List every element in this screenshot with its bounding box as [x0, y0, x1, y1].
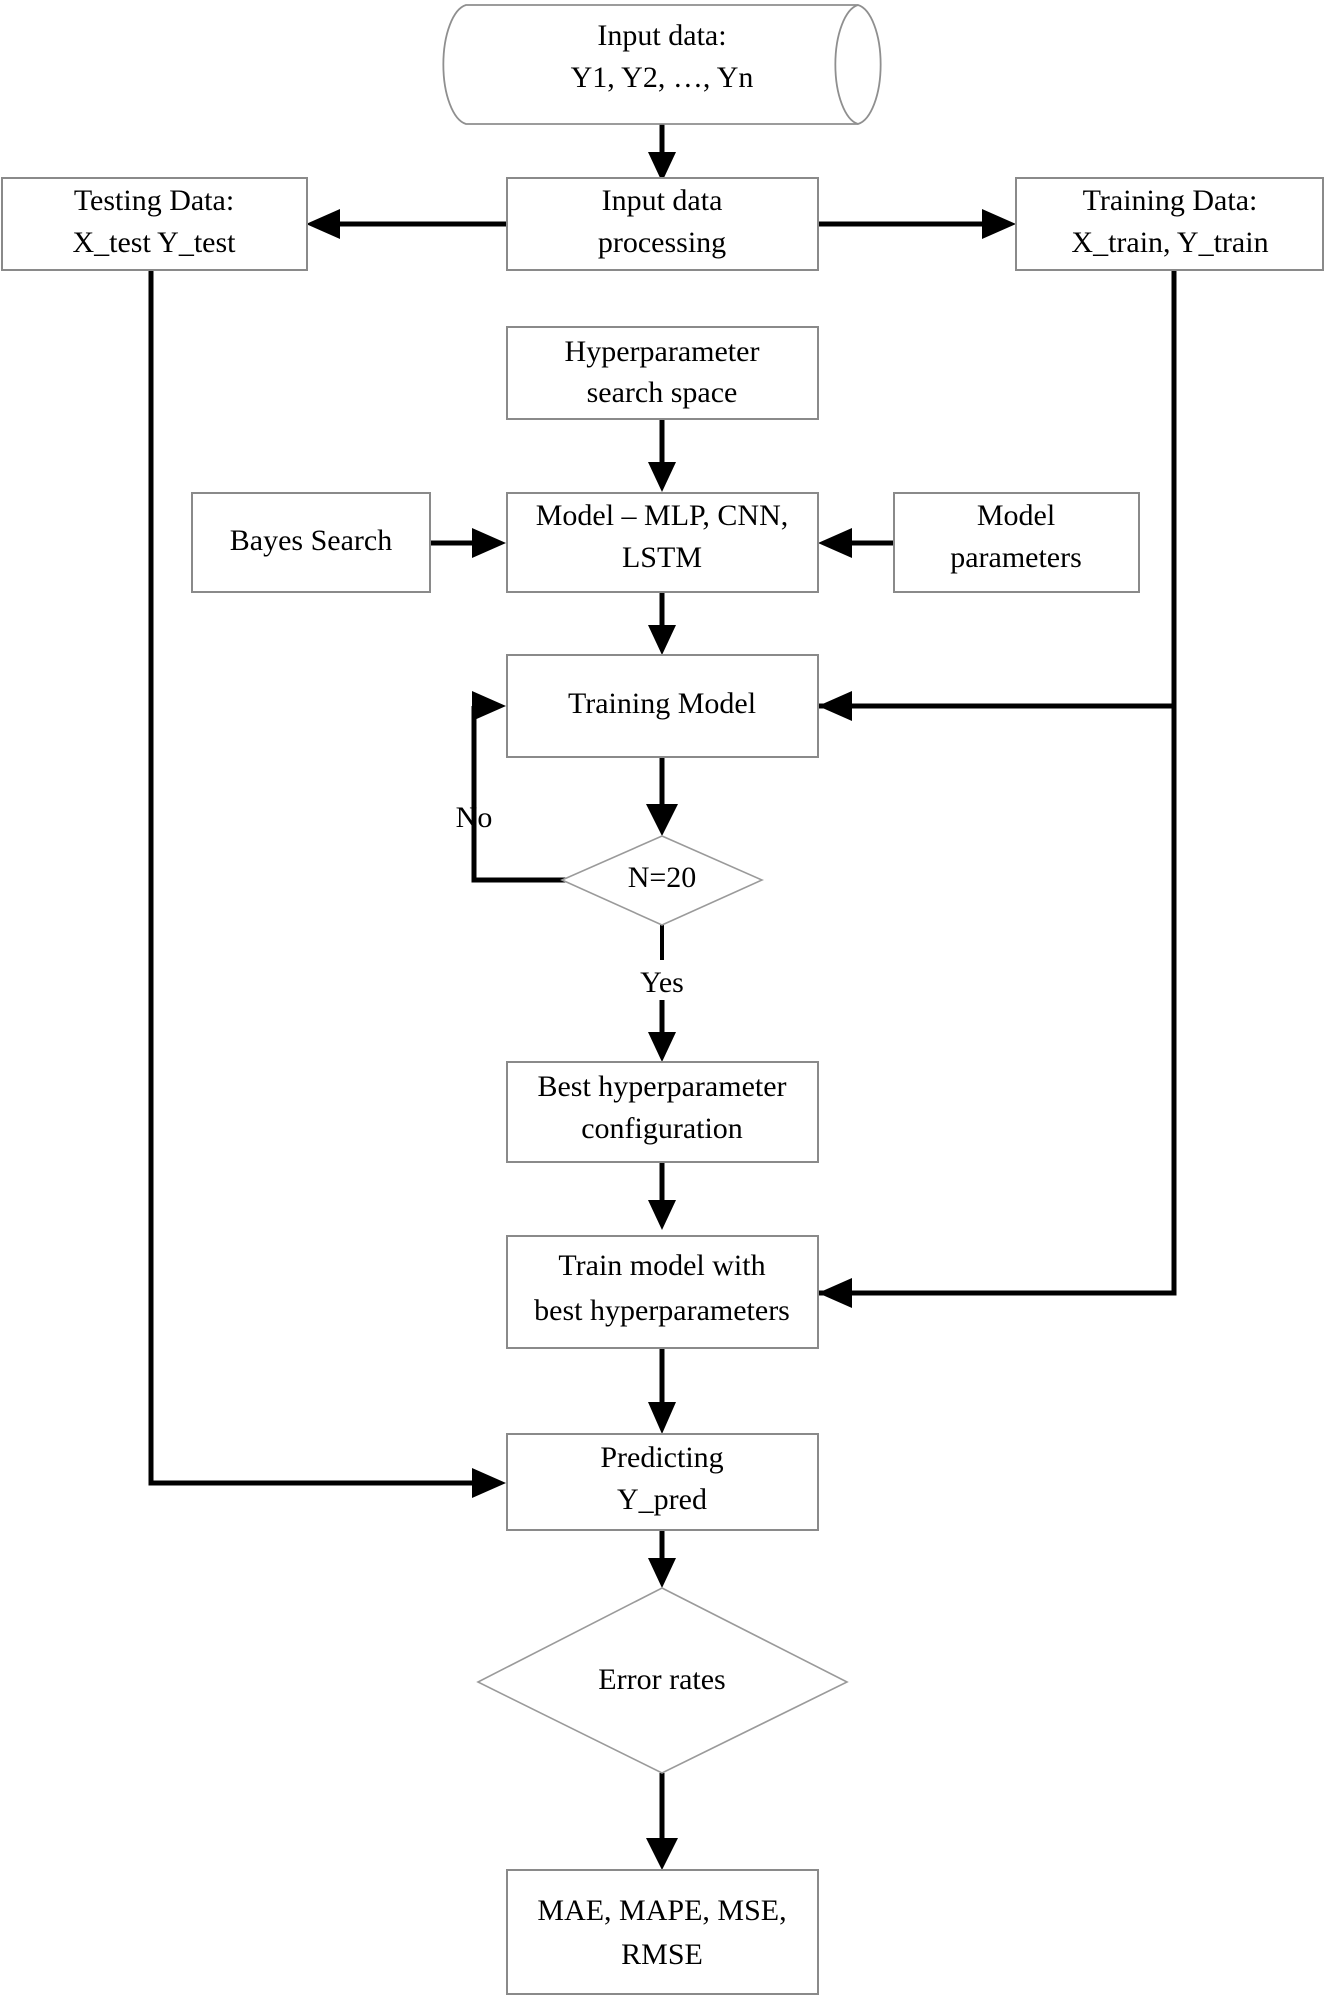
- edge-trainbest-to-predicting: [648, 1348, 676, 1434]
- node-hyperparameter-search-space: Hyperparameter search space: [506, 326, 819, 420]
- best-hyper-line2: configuration: [581, 1112, 743, 1145]
- node-best-hyperparameter: Best hyperparameter configuration: [506, 1061, 819, 1163]
- edge-errorrates-to-metrics: [646, 1773, 678, 1870]
- edge-trainingmodel-to-decision: [646, 757, 678, 836]
- predicting-line1: Predicting: [600, 1441, 723, 1474]
- best-hyper-line1: Best hyperparameter: [537, 1070, 786, 1103]
- model-line2: LSTM: [622, 541, 702, 574]
- training-data-line1: Training Data:: [1083, 184, 1258, 217]
- node-model: Model – MLP, CNN, LSTM: [506, 492, 819, 593]
- node-training-model: Training Model: [506, 654, 819, 758]
- node-testing-data: Testing Data: X_test Y_test: [1, 177, 308, 271]
- edge-testingdata-to-predicting: [148, 270, 506, 1498]
- node-metrics: MAE, MAPE, MSE, RMSE: [506, 1869, 819, 1995]
- input-data-line2: Y1, Y2, …, Yn: [571, 61, 754, 94]
- edge-besthyper-to-trainbest: [648, 1162, 676, 1230]
- edge-input-to-processing: [648, 124, 676, 182]
- edge-searchspace-to-model: [648, 419, 676, 492]
- training-model-label: Training Model: [568, 687, 756, 720]
- bayes-search-label: Bayes Search: [230, 524, 392, 557]
- input-processing-line1: Input data: [602, 184, 723, 217]
- edge-label-no: No: [456, 801, 493, 834]
- edge-processing-to-testing: [306, 209, 506, 239]
- testing-data-line2: X_test Y_test: [72, 226, 236, 259]
- edge-decision-yes: [648, 925, 676, 1062]
- metrics-line2: RMSE: [621, 1938, 703, 1971]
- train-best-line2: best hyperparameters: [534, 1294, 790, 1327]
- training-data-line2: X_train, Y_train: [1071, 226, 1268, 259]
- node-training-data: Training Data: X_train, Y_train: [1015, 177, 1324, 271]
- search-space-line1: Hyperparameter: [565, 335, 760, 368]
- edge-bayes-to-model: [430, 528, 506, 558]
- search-space-line2: search space: [587, 376, 738, 409]
- edge-predicting-to-errorrates: [648, 1530, 676, 1588]
- edge-model-to-trainingmodel: [648, 590, 676, 655]
- node-input-processing: Input data processing: [506, 177, 819, 271]
- edge-trainingdata-to-trainbest: [752, 706, 1177, 1308]
- node-decision-n20: N=20: [560, 835, 764, 926]
- model-line1: Model – MLP, CNN,: [536, 499, 789, 532]
- edge-processing-to-training: [818, 209, 1016, 239]
- error-rates-label: Error rates: [598, 1663, 725, 1696]
- metrics-line1: MAE, MAPE, MSE,: [537, 1894, 786, 1927]
- node-error-rates: Error rates: [476, 1587, 849, 1774]
- node-model-parameters: Model parameters: [893, 492, 1140, 593]
- model-params-line1: Model: [977, 499, 1055, 532]
- predicting-line2: Y_pred: [617, 1483, 707, 1516]
- train-best-line1: Train model with: [558, 1249, 765, 1282]
- edge-modelparams-to-model: [818, 528, 893, 558]
- model-params-line2: parameters: [950, 541, 1082, 574]
- decision-n20-label: N=20: [628, 861, 697, 894]
- testing-data-line1: Testing Data:: [74, 184, 234, 217]
- input-data-line1: Input data:: [597, 19, 726, 52]
- node-bayes-search: Bayes Search: [191, 492, 431, 593]
- node-predicting: Predicting Y_pred: [506, 1433, 819, 1531]
- node-train-best: Train model with best hyperparameters: [506, 1235, 819, 1349]
- input-processing-line2: processing: [598, 226, 726, 259]
- node-input-data: Input data: Y1, Y2, …, Yn: [442, 4, 882, 125]
- edge-label-yes: Yes: [640, 966, 684, 999]
- edge-decision-no-loop: [471, 691, 566, 883]
